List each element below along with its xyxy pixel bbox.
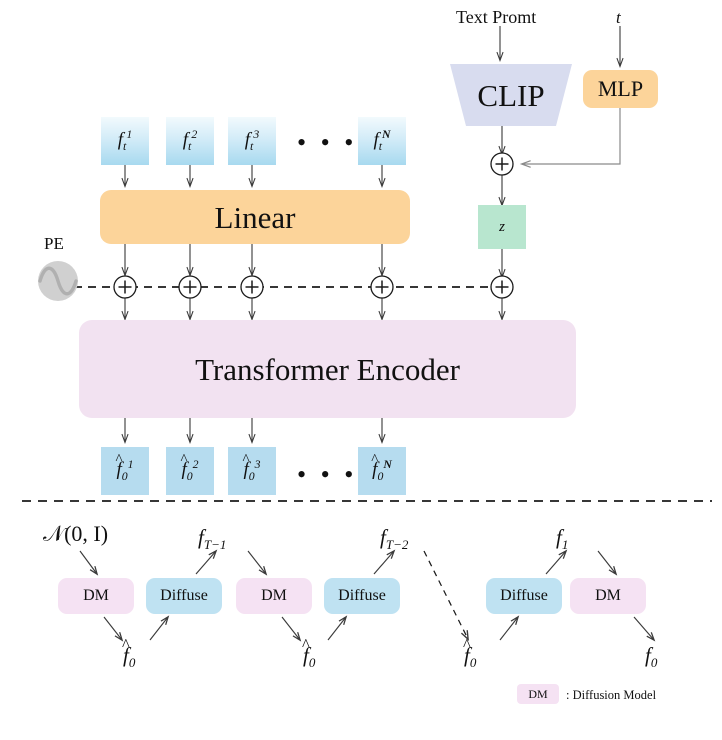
- chain-label-f-t-minus-2: fT−2: [380, 525, 409, 553]
- chain-label-f-t-minus-1-sub: T−1: [203, 537, 227, 553]
- input-token-2[interactable]: ft2: [166, 117, 214, 165]
- output-token-1-label: ^f01: [115, 451, 134, 484]
- output-token-1[interactable]: ^f01: [101, 447, 149, 495]
- chain-label-f-t-minus-2-sub: T−2: [385, 537, 409, 553]
- legend-dm-description: : Diffusion Model: [566, 688, 657, 702]
- chain-step-dm-3[interactable]: DM: [570, 578, 646, 614]
- chain-step-diffuse-1-label: Diffuse: [160, 587, 208, 604]
- clip-trapezoid-shape: [450, 64, 572, 126]
- noise-source-label: 𝒩(0, I): [43, 521, 109, 546]
- linear-label: Linear: [214, 199, 296, 235]
- chain-step-diffuse-2-label: Diffuse: [338, 587, 386, 604]
- input-token-3-label: ft3: [244, 128, 260, 154]
- chain-label-f0-hat-2: ^f0: [301, 634, 316, 671]
- mlp-label: MLP: [597, 76, 644, 101]
- input-token-3[interactable]: ft3: [228, 117, 276, 165]
- chain-step-dm-3-label: DM: [595, 587, 621, 604]
- chain-label-f-t-minus-1: fT−1: [198, 525, 227, 553]
- clip-label: CLIP: [477, 77, 545, 113]
- chain-step-dm-1[interactable]: DM: [58, 578, 134, 614]
- chain-label-f0-final: f0: [645, 643, 658, 671]
- clip-block[interactable]: CLIP: [450, 72, 572, 118]
- chain-step-diffuse-3-label: Diffuse: [500, 587, 548, 604]
- input-token-n-label: ftN: [373, 128, 391, 154]
- text-prompt-label: Text Promt: [456, 7, 537, 27]
- chain-step-diffuse-2[interactable]: Diffuse: [324, 578, 400, 614]
- legend-dm-chip: DM: [517, 684, 559, 704]
- chain-step-diffuse-1[interactable]: Diffuse: [146, 578, 222, 614]
- output-token-3[interactable]: ^f03: [228, 447, 276, 495]
- linear-block[interactable]: Linear: [100, 190, 410, 244]
- output-token-ellipsis: • • •: [297, 460, 358, 489]
- output-token-2[interactable]: ^f02: [166, 447, 214, 495]
- mlp-block[interactable]: MLP: [583, 70, 658, 108]
- timestep-label: t: [616, 8, 621, 27]
- input-token-2-label: ft2: [182, 128, 198, 154]
- input-token-ellipsis: • • •: [297, 128, 358, 157]
- transformer-encoder-block[interactable]: Transformer Encoder: [79, 320, 576, 418]
- chain-step-dm-2-label: DM: [261, 587, 287, 604]
- pe-sine-wave-shape: [38, 266, 78, 296]
- chain-label-f-1-sub: 1: [561, 537, 569, 553]
- input-token-1-label: ft1: [117, 128, 133, 154]
- output-token-3-label: ^f03: [242, 451, 261, 484]
- chain-step-dm-2[interactable]: DM: [236, 578, 312, 614]
- pe-label: PE: [44, 234, 64, 253]
- chain-label-f-1: f1: [556, 525, 569, 553]
- latent-z-block[interactable]: z: [478, 205, 526, 249]
- chain-label-f0-hat-3: ^f0: [462, 634, 477, 671]
- chain-label-f0-hat-1: ^f0: [121, 634, 136, 671]
- output-token-2-label: ^f02: [180, 451, 199, 484]
- output-token-n[interactable]: ^f0N: [358, 447, 406, 495]
- input-token-n[interactable]: ftN: [358, 117, 406, 165]
- chain-step-dm-1-label: DM: [83, 587, 109, 604]
- chain-step-diffuse-3[interactable]: Diffuse: [486, 578, 562, 614]
- output-token-n-label: ^f0N: [371, 451, 392, 484]
- legend-dm-chip-label: DM: [528, 687, 548, 701]
- transformer-encoder-label: Transformer Encoder: [195, 351, 460, 387]
- input-token-1[interactable]: ft1: [101, 117, 149, 165]
- z-label: z: [499, 218, 505, 235]
